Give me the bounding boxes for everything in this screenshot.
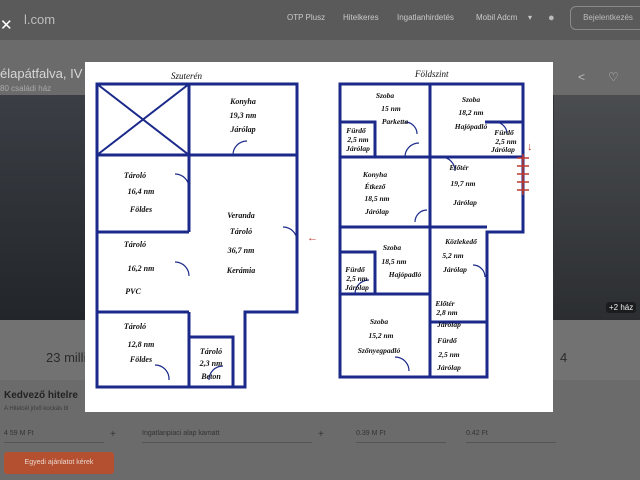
chevron-down-icon[interactable]: ▾ xyxy=(528,13,533,22)
room-szoba2-floor: Hajópadló xyxy=(454,122,488,131)
listing-photo-left xyxy=(0,95,86,320)
room-storage4-area: 2,3 nm xyxy=(199,359,223,368)
bell-icon[interactable]: ● xyxy=(548,12,555,24)
room-kozlekedo-area: 5,2 nm xyxy=(442,251,463,260)
room-furdo3-floor: Járólap xyxy=(344,283,369,292)
request-offer-button[interactable]: Egyedi ajánlatot kérek xyxy=(4,452,114,474)
room-eloter1-floor: Járólap xyxy=(452,198,477,207)
nav-item-otp[interactable]: OTP Plusz xyxy=(287,13,326,22)
listing-price: 23 milli xyxy=(46,350,87,365)
total-field[interactable]: 0.42 Ft xyxy=(466,426,556,443)
listing-photo-right xyxy=(554,95,640,320)
room-szoba2-name: Szoba xyxy=(462,95,481,104)
room-konyha-area: 19,3 nm xyxy=(230,111,257,120)
room-storage1-floor: Földes xyxy=(129,205,152,214)
room-szoba4-floor: Szőnyegpadló xyxy=(358,346,401,355)
basement-title: Szuterén xyxy=(171,71,202,81)
basement-wall xyxy=(189,335,235,387)
room-storage2-floor: PVC xyxy=(125,287,141,296)
site-logo[interactable]: l.com xyxy=(24,12,56,27)
room-szoba4-area: 15,2 nm xyxy=(368,331,393,340)
entrance-arrow-icon: ← xyxy=(307,232,318,244)
room-storage1-area: 16,4 nm xyxy=(128,187,155,196)
heart-icon[interactable]: ♡ xyxy=(608,70,619,84)
ground-wall xyxy=(340,250,377,294)
ground-title: Földszint xyxy=(414,69,449,79)
room-szoba4-name: Szoba xyxy=(370,317,389,326)
photo-count-badge[interactable]: +2 ház xyxy=(606,302,637,313)
entrance-arrow-icon: ↓ xyxy=(527,141,533,153)
room-storage4-floor: Beton xyxy=(200,372,221,381)
site-header: l.com OTP Plusz Hitelkeres Ingatlanhirde… xyxy=(0,0,640,40)
loan-section-title: Kedvező hitelre xyxy=(4,390,78,401)
close-icon[interactable]: ✕ xyxy=(0,17,13,34)
room-kozlekedo-name: Közlekedő xyxy=(444,237,478,246)
room-eloter2-area: 2,8 nm xyxy=(435,308,457,317)
room-eloter1-name: Előtér xyxy=(448,163,468,172)
room-szoba3-name: Szoba xyxy=(383,243,402,252)
nav-item-ingatlan[interactable]: Ingatlanhirdetés xyxy=(397,13,454,22)
room-eloter2-name: Előtér xyxy=(434,299,454,308)
room-furdo1-floor: Járólap xyxy=(345,144,370,153)
plus-icon[interactable]: + xyxy=(110,429,116,440)
entrance-stairs xyxy=(517,154,529,195)
nav-item-mobil[interactable]: Mobil Adcm xyxy=(476,13,518,22)
room-storage2-name: Tároló xyxy=(124,240,146,249)
ground-outline xyxy=(338,82,525,379)
room-szoba3-floor: Hajópadló xyxy=(388,270,422,279)
plus-icon[interactable]: + xyxy=(318,429,324,440)
room-storage3-name: Tároló xyxy=(124,322,146,331)
room-szoba1-area: 15 nm xyxy=(381,104,401,113)
room-konyha2-type: Étkező xyxy=(364,181,387,191)
login-button[interactable]: Bejelentkezés xyxy=(570,6,640,30)
room-veranda-floor: Kerámia xyxy=(226,266,255,275)
room-veranda-name: Veranda xyxy=(227,211,255,220)
room-furdo2-name: Fürdő xyxy=(494,128,515,137)
interest-select[interactable]: Ingatlanpiaci alap kamatt xyxy=(142,426,312,443)
room-furdo1-area: 2,5 nm xyxy=(346,135,368,144)
stair-void xyxy=(96,83,190,156)
share-icon[interactable]: < xyxy=(578,70,586,84)
room-eloter1-area: 19,7 nm xyxy=(450,179,475,188)
listing-room-count: 4 xyxy=(560,350,568,365)
room-konyha-floor: Járólap xyxy=(229,125,255,134)
room-szoba2-area: 18,2 nm xyxy=(458,108,483,117)
loan-section-subtitle: A Hitelcél jövő kockás bl xyxy=(4,406,69,412)
basement-outline xyxy=(95,82,299,389)
room-storage3-floor: Földes xyxy=(129,355,152,364)
room-furdo3-area: 2,5 nm xyxy=(345,274,367,283)
room-storage4-name: Tároló xyxy=(200,347,222,356)
room-konyha2-area: 18,5 nm xyxy=(364,194,389,203)
room-szoba3-area: 18,5 nm xyxy=(381,257,406,266)
room-furdo4-name: Fürdő xyxy=(437,336,458,345)
room-kozlekedo-floor: Járólap xyxy=(442,265,467,274)
room-storage1-name: Tároló xyxy=(124,171,146,180)
room-szoba1-floor: Parketta xyxy=(382,117,408,126)
floorplan-image: ↓ ← Szuterén Földszint Konyha 19,3 nm Já… xyxy=(85,62,553,412)
room-storage2-area: 16,2 nm xyxy=(128,264,155,273)
room-furdo3-name: Fürdő xyxy=(345,265,366,274)
room-furdo2-floor: Járólap xyxy=(490,145,515,154)
room-konyha2-name: Konyha xyxy=(362,170,387,179)
room-furdo2-area: 2,5 nm xyxy=(494,137,516,146)
room-furdo1-name: Fürdő xyxy=(346,126,367,135)
room-konyha-name: Konyha xyxy=(229,97,256,106)
room-konyha2-floor: Járólap xyxy=(364,207,389,216)
listing-subtitle: 80 családi ház xyxy=(0,84,52,93)
room-veranda-type: Tároló xyxy=(230,227,252,236)
room-eloter2-floor: Járólap xyxy=(436,320,461,329)
room-szoba1-name: Szoba xyxy=(376,91,395,100)
listing-location-title: élapátfalva, IV xyxy=(0,66,83,81)
room-furdo4-area: 2,5 nm xyxy=(437,350,459,359)
room-storage3-area: 12,8 nm xyxy=(128,340,155,349)
nav-item-hitel[interactable]: Hitelkeres xyxy=(343,13,379,22)
loan-amount-field[interactable]: 4 59 M Ft xyxy=(4,426,104,443)
room-veranda-area: 36,7 nm xyxy=(227,246,255,255)
room-furdo4-floor: Járólap xyxy=(436,363,461,372)
floorplan-drawing: ↓ ← Szuterén Földszint Konyha 19,3 nm Já… xyxy=(95,69,533,389)
ground-wall xyxy=(340,120,377,157)
monthly-field[interactable]: 0.39 M Ft xyxy=(356,426,446,443)
